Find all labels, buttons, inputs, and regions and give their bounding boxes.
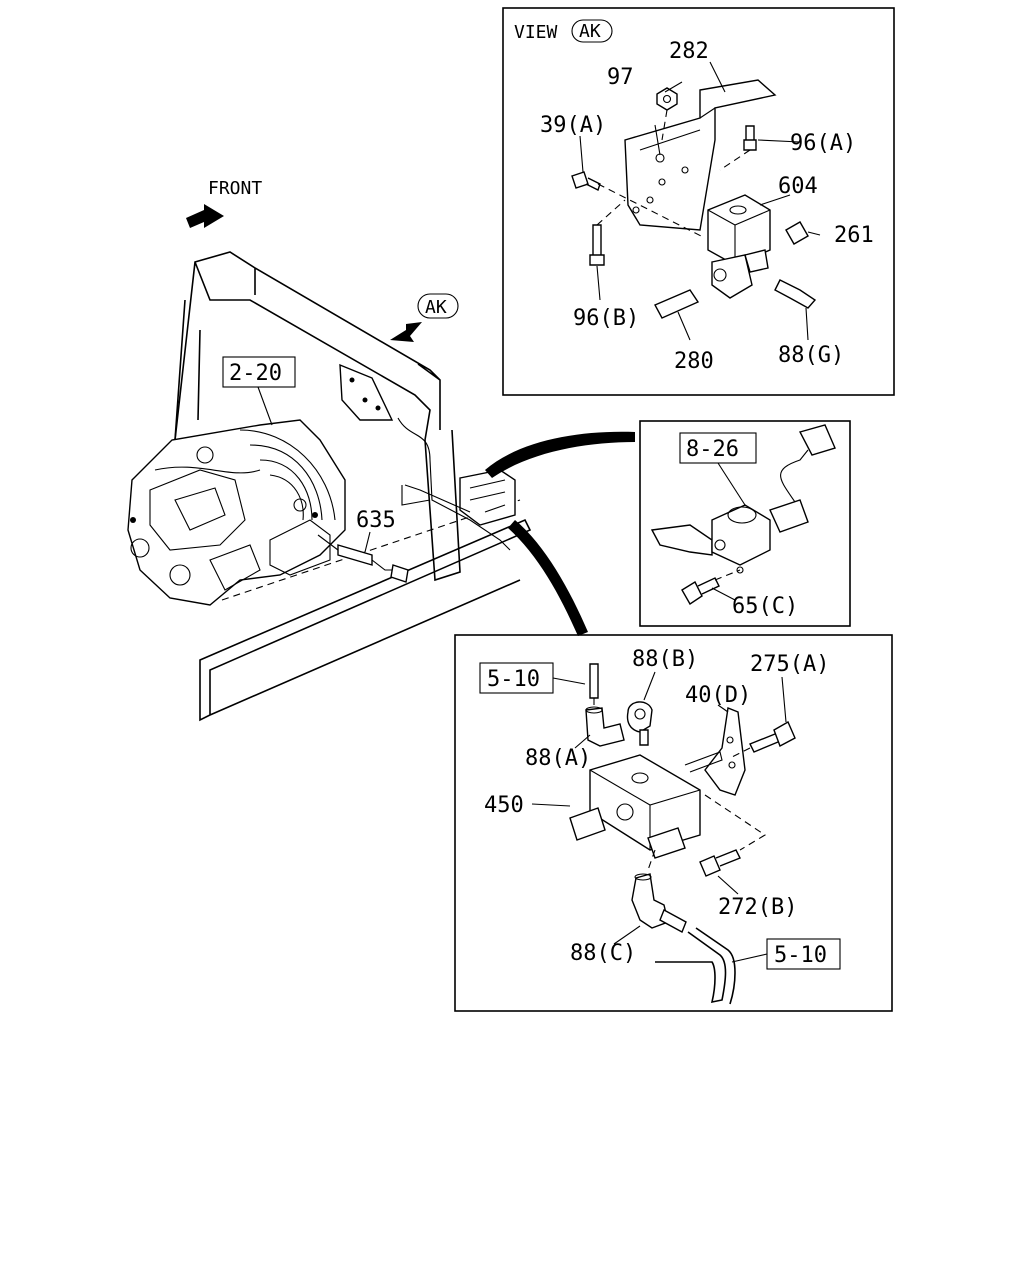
bolt-96b <box>589 224 605 266</box>
ref-5-10-bottom-label: 5-10 <box>774 943 827 968</box>
view-ak-ref-box <box>571 19 613 43</box>
main-assembly: FRONT AK <box>127 178 635 722</box>
part-604-label: 604 <box>778 174 818 199</box>
bolt-96a <box>743 125 757 151</box>
part-261-label: 261 <box>834 223 874 248</box>
bolt-39a <box>571 171 601 191</box>
callout-arrow-lower <box>508 520 588 636</box>
pipe-5-10 <box>655 931 727 1004</box>
front-label: FRONT <box>208 178 262 199</box>
air-pipe <box>397 417 511 551</box>
part-88b-label: 88(B) <box>632 647 698 672</box>
fitting-261 <box>785 221 809 245</box>
frame-side-rail <box>199 518 532 722</box>
part-282-label: 282 <box>669 39 709 64</box>
callout-arrow-upper <box>485 431 635 478</box>
part-272b-label: 272(B) <box>718 895 797 920</box>
transmission <box>127 419 346 606</box>
part-635-label: 635 <box>356 508 396 533</box>
ref-5-10-top-label: 5-10 <box>487 667 540 692</box>
bolt-272b <box>699 849 741 877</box>
detail-8-26-frame <box>639 420 851 627</box>
frame-crossmember <box>174 251 441 441</box>
solenoid-604 <box>707 194 771 299</box>
view-ak-panel: VIEW AK <box>502 7 895 396</box>
part-65c-label: 65(C) <box>732 594 798 619</box>
part-96b-label: 96(B) <box>573 306 639 331</box>
nut-97 <box>656 87 678 111</box>
sensor-8-26 <box>650 424 836 566</box>
bracket-40d <box>704 707 746 796</box>
frame-upright-left <box>174 299 201 441</box>
part-275a-label: 275(A) <box>750 652 829 677</box>
part-88g-label: 88(G) <box>778 343 844 368</box>
fitting-88g <box>774 279 817 309</box>
ak-callout-label: AK <box>425 297 447 318</box>
ref-2-20-label: 2-20 <box>229 361 282 386</box>
bolt-275a <box>749 721 796 753</box>
front-arrow-icon <box>186 204 224 228</box>
ref-8-26-label: 8-26 <box>686 437 739 462</box>
valve-block-450 <box>569 751 723 859</box>
fitting-280 <box>654 289 700 319</box>
pipe-stub <box>589 663 599 699</box>
view-ak-frame <box>502 7 895 396</box>
ak-arrow-icon <box>390 322 422 342</box>
part-280-label: 280 <box>674 349 714 374</box>
banjo-88b <box>626 701 653 733</box>
detail-bottom-frame <box>454 634 893 1012</box>
part-39a-label: 39(A) <box>540 113 606 138</box>
part-97-label: 97 <box>607 65 634 90</box>
bolt-65c <box>681 577 720 605</box>
ref-2-20-box <box>222 356 296 388</box>
part-96a-label: 96(A) <box>790 131 856 156</box>
part-450-label: 450 <box>484 793 524 818</box>
frame-valve-block <box>459 469 516 526</box>
ak-callout-box <box>417 293 459 319</box>
part-40d-label: 40(D) <box>685 683 751 708</box>
elbow-88a <box>585 707 625 747</box>
view-ak-prefix: VIEW <box>514 22 558 43</box>
frame-upright-right <box>424 429 461 582</box>
part-88a-label: 88(A) <box>525 746 591 771</box>
detail-8-26-panel: 8-26 65(C) <box>639 420 851 627</box>
mounting-plate <box>339 363 394 421</box>
view-ak-ref: AK <box>579 21 601 42</box>
sensor-635 <box>317 534 409 583</box>
part-88c-label: 88(C) <box>570 941 636 966</box>
detail-bottom-panel: 5-10 88(A) 88(B) 40(D) 275(A) <box>454 634 893 1012</box>
